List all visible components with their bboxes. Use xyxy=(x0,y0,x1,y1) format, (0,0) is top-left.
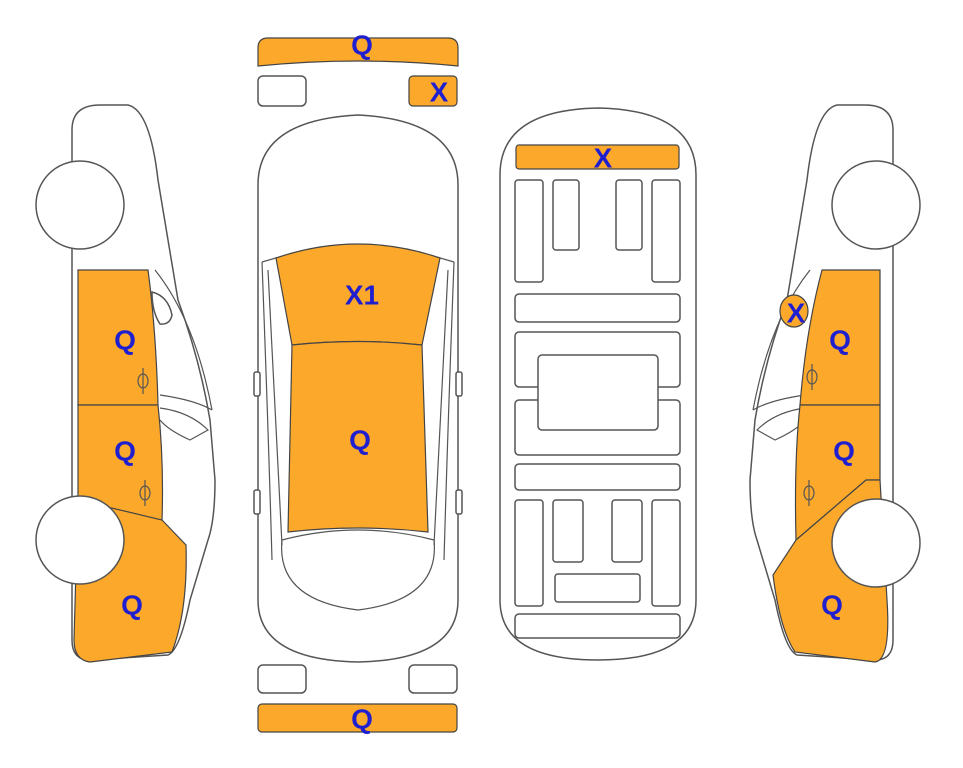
label-right-rear-door: Q xyxy=(833,436,855,467)
label-right-front-door: Q xyxy=(829,325,851,356)
headlight-left[interactable] xyxy=(257,75,307,107)
right-front-wheel xyxy=(831,160,921,250)
label-left-rear-quarter: Q xyxy=(121,590,143,621)
label-rear-bumper: Q xyxy=(351,704,373,735)
label-right-mirror: X xyxy=(787,298,806,329)
label-left-rear-door: Q xyxy=(114,436,136,467)
label-headlight-right: X xyxy=(430,77,449,108)
left-rear-wheel xyxy=(35,495,125,585)
label-front-bumper: Q xyxy=(351,30,373,61)
right-rear-wheel xyxy=(831,498,921,588)
front-bumper-panel[interactable] xyxy=(257,37,459,67)
label-underbody-front: X xyxy=(594,143,613,174)
taillight-right[interactable] xyxy=(408,664,458,694)
label-top-hood: Q xyxy=(349,425,371,456)
left-side-view xyxy=(35,104,216,663)
top-view-car xyxy=(253,114,463,663)
underbody-front-panel[interactable] xyxy=(515,144,680,170)
right-side-view xyxy=(749,104,921,663)
rear-bumper-panel[interactable] xyxy=(257,703,458,733)
left-front-wheel xyxy=(35,160,125,250)
label-left-front-door: Q xyxy=(114,325,136,356)
label-right-rear-quarter: Q xyxy=(821,590,843,621)
right-mirror-panel[interactable] xyxy=(779,294,809,328)
label-top-windshield: X1 xyxy=(345,280,379,311)
headlight-right-panel[interactable] xyxy=(408,75,458,107)
roof-panel[interactable] xyxy=(287,340,429,533)
taillight-left[interactable] xyxy=(257,664,307,694)
underbody-view xyxy=(499,107,697,661)
